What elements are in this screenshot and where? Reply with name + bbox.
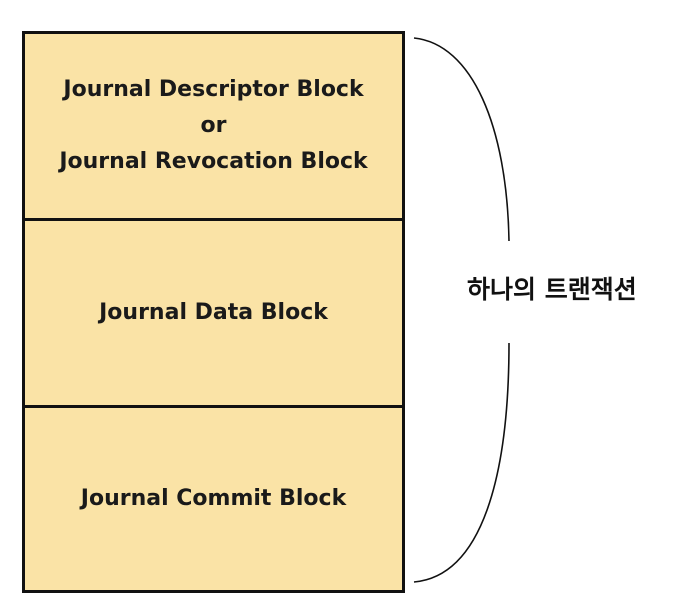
brace-upper-curve [413, 37, 510, 242]
data-block-label: Journal Data Block [99, 300, 328, 325]
descriptor-block-label: Journal Descriptor Block [63, 77, 364, 102]
journal-block-stack: Journal Descriptor Block or Journal Revo… [22, 31, 405, 593]
revocation-block-label: Journal Revocation Block [59, 149, 368, 174]
descriptor-or-revocation-block: Journal Descriptor Block or Journal Revo… [25, 34, 402, 221]
data-block: Journal Data Block [25, 221, 402, 408]
transaction-brace [413, 37, 510, 583]
or-label: or [200, 113, 227, 138]
brace-lower-curve [413, 342, 510, 583]
commit-block: Journal Commit Block [25, 408, 402, 590]
transaction-label: 하나의 트랜잭션 [467, 275, 637, 304]
commit-block-label: Journal Commit Block [80, 486, 347, 511]
